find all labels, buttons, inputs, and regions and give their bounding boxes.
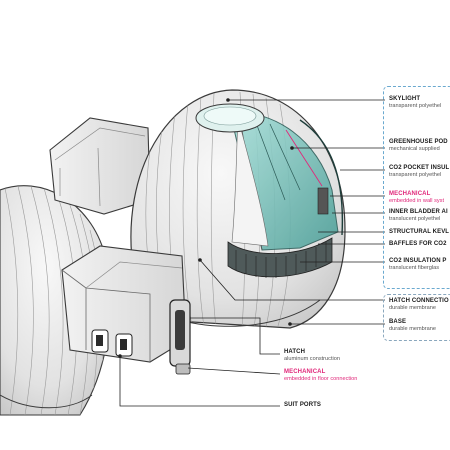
label-inner-bladder-sub: translucent polyethel xyxy=(389,215,441,222)
label-co2-insulation-title: CO2 INSULATION P xyxy=(389,258,447,264)
label-base-title: BASE xyxy=(389,319,407,325)
label-mechanical-floor-title: MECHANICAL xyxy=(284,369,326,375)
label-mechanical-floor: MECHANICAL embedded in floor connection xyxy=(284,369,357,382)
hatch-module xyxy=(61,245,191,375)
upper-label-frame xyxy=(383,86,450,289)
label-hatch-sub: aluminum construction xyxy=(284,355,340,362)
label-co2-pocket-title: CO2 POCKET INSUL xyxy=(389,165,450,171)
label-co2-insulation-sub: translucent fiberglas xyxy=(389,264,440,271)
label-inner-bladder: INNER BLADDER AI translucent polyethel xyxy=(389,209,448,222)
label-structural: STRUCTURAL KEVL xyxy=(389,229,449,236)
label-co2-pocket-sub: transparent polyethel xyxy=(389,171,442,178)
label-hatch-title: HATCH xyxy=(284,349,306,355)
label-suit-ports-title: SUIT PORTS xyxy=(284,402,322,408)
lower-label-frame xyxy=(383,294,450,341)
label-co2-pocket: CO2 POCKET INSUL transparent polyethel xyxy=(389,165,449,178)
label-mechanical-wall-title: MECHANICAL xyxy=(389,191,431,197)
cutaway-interior xyxy=(227,111,344,278)
label-skylight-title: SKYLIGHT xyxy=(389,96,421,102)
label-suit-ports: SUIT PORTS xyxy=(284,402,321,409)
label-greenhouse-sub: mechanical supplied xyxy=(389,145,440,152)
label-inner-bladder-title: INNER BLADDER AI xyxy=(389,209,448,215)
label-co2-insulation: CO2 INSULATION P translucent fiberglas xyxy=(389,258,447,271)
label-mechanical-wall: MECHANICAL embedded in wall syst xyxy=(389,191,444,204)
label-greenhouse: GREENHOUSE POD mechanical supplied xyxy=(389,139,448,152)
label-hatch-connection: HATCH CONNECTIO durable membrane xyxy=(389,298,449,311)
label-baffles-title: BAFFLES FOR CO2 xyxy=(389,241,447,247)
label-mechanical-floor-sub: embedded in floor connection xyxy=(284,375,358,382)
label-base: BASE durable membrane xyxy=(389,319,436,332)
label-skylight-sub: transparent polyethel xyxy=(389,102,442,109)
label-hatch-connection-sub: durable membrane xyxy=(389,304,436,311)
label-hatch: HATCH aluminum construction xyxy=(284,349,340,362)
label-baffles: BAFFLES FOR CO2 xyxy=(389,241,447,248)
label-hatch-connection-title: HATCH CONNECTIO xyxy=(389,298,449,304)
leader-lines xyxy=(118,98,385,407)
skylight-cap xyxy=(195,103,265,133)
label-mechanical-wall-sub: embedded in wall syst xyxy=(389,197,445,204)
label-skylight: SKYLIGHT transparent polyethel xyxy=(389,96,441,109)
label-greenhouse-title: GREENHOUSE POD xyxy=(389,139,448,145)
label-base-sub: durable membrane xyxy=(389,325,436,332)
label-structural-title: STRUCTURAL KEVL xyxy=(389,229,450,235)
